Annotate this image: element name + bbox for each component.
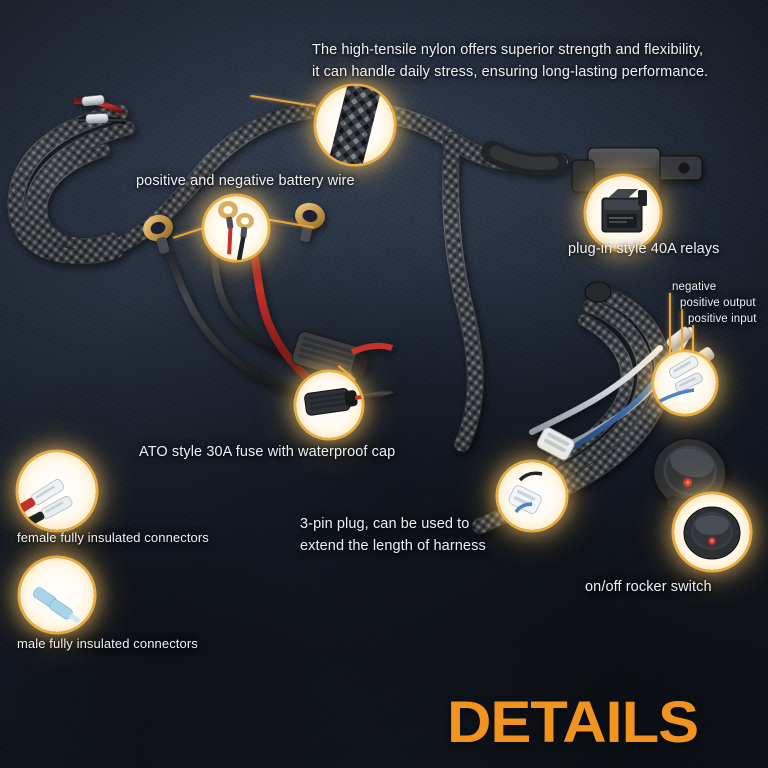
callout-ring-terminals-image — [218, 200, 254, 260]
callout-relay-image — [601, 189, 647, 233]
label-pin-negative: negative — [672, 281, 717, 293]
details-wordmark: DETAILS — [447, 690, 699, 755]
label-battery-wire: positive and negative battery wire — [136, 173, 355, 189]
headline-line-2: it can handle daily stress, ensuring lon… — [312, 64, 709, 80]
callout-nylon-sleeve[interactable] — [316, 86, 394, 164]
callout-rocker-switch[interactable] — [674, 494, 750, 570]
label-pin-positive-output: positive output — [680, 297, 756, 309]
label-three-pin-plug-line-2: extend the length of harness — [300, 538, 486, 554]
callout-switch-harness-pins-image — [657, 356, 703, 404]
leader-line-pin-pos-input — [692, 325, 694, 365]
callout-three-pin-plug[interactable] — [498, 462, 566, 530]
label-female-connectors: female fully insulated connectors — [17, 530, 209, 545]
callout-fuse-holder[interactable] — [296, 372, 362, 438]
callout-relay[interactable] — [586, 176, 660, 250]
callout-male-connectors[interactable] — [20, 558, 94, 632]
callout-female-connectors[interactable] — [18, 452, 96, 530]
callout-fuse-holder-image — [304, 388, 362, 416]
callout-glow — [20, 558, 94, 632]
label-three-pin-plug-line-1: 3-pin plug, can be used to — [300, 516, 470, 532]
leader-line-pin-negative — [669, 293, 671, 363]
callout-ring-terminals[interactable] — [204, 196, 268, 260]
callout-male-connectors-image — [33, 587, 80, 624]
leader-line-pin-pos-output — [681, 309, 683, 363]
callout-nylon-sleeve-image — [326, 86, 384, 164]
headline-line-1: The high-tensile nylon offers superior s… — [312, 42, 704, 58]
callout-switch-harness-pins[interactable] — [654, 352, 716, 414]
callout-rocker-switch-image — [683, 506, 741, 560]
label-rocker-switch: on/off rocker switch — [585, 579, 712, 595]
label-male-connectors: male fully insulated connectors — [17, 636, 198, 651]
label-relays: plug-in style 40A relays — [568, 241, 720, 257]
callout-three-pin-plug-image — [508, 471, 543, 514]
label-fuse: ATO style 30A fuse with waterproof cap — [139, 444, 396, 460]
callout-female-connectors-image — [18, 479, 73, 527]
label-pin-positive-input: positive input — [688, 313, 757, 325]
